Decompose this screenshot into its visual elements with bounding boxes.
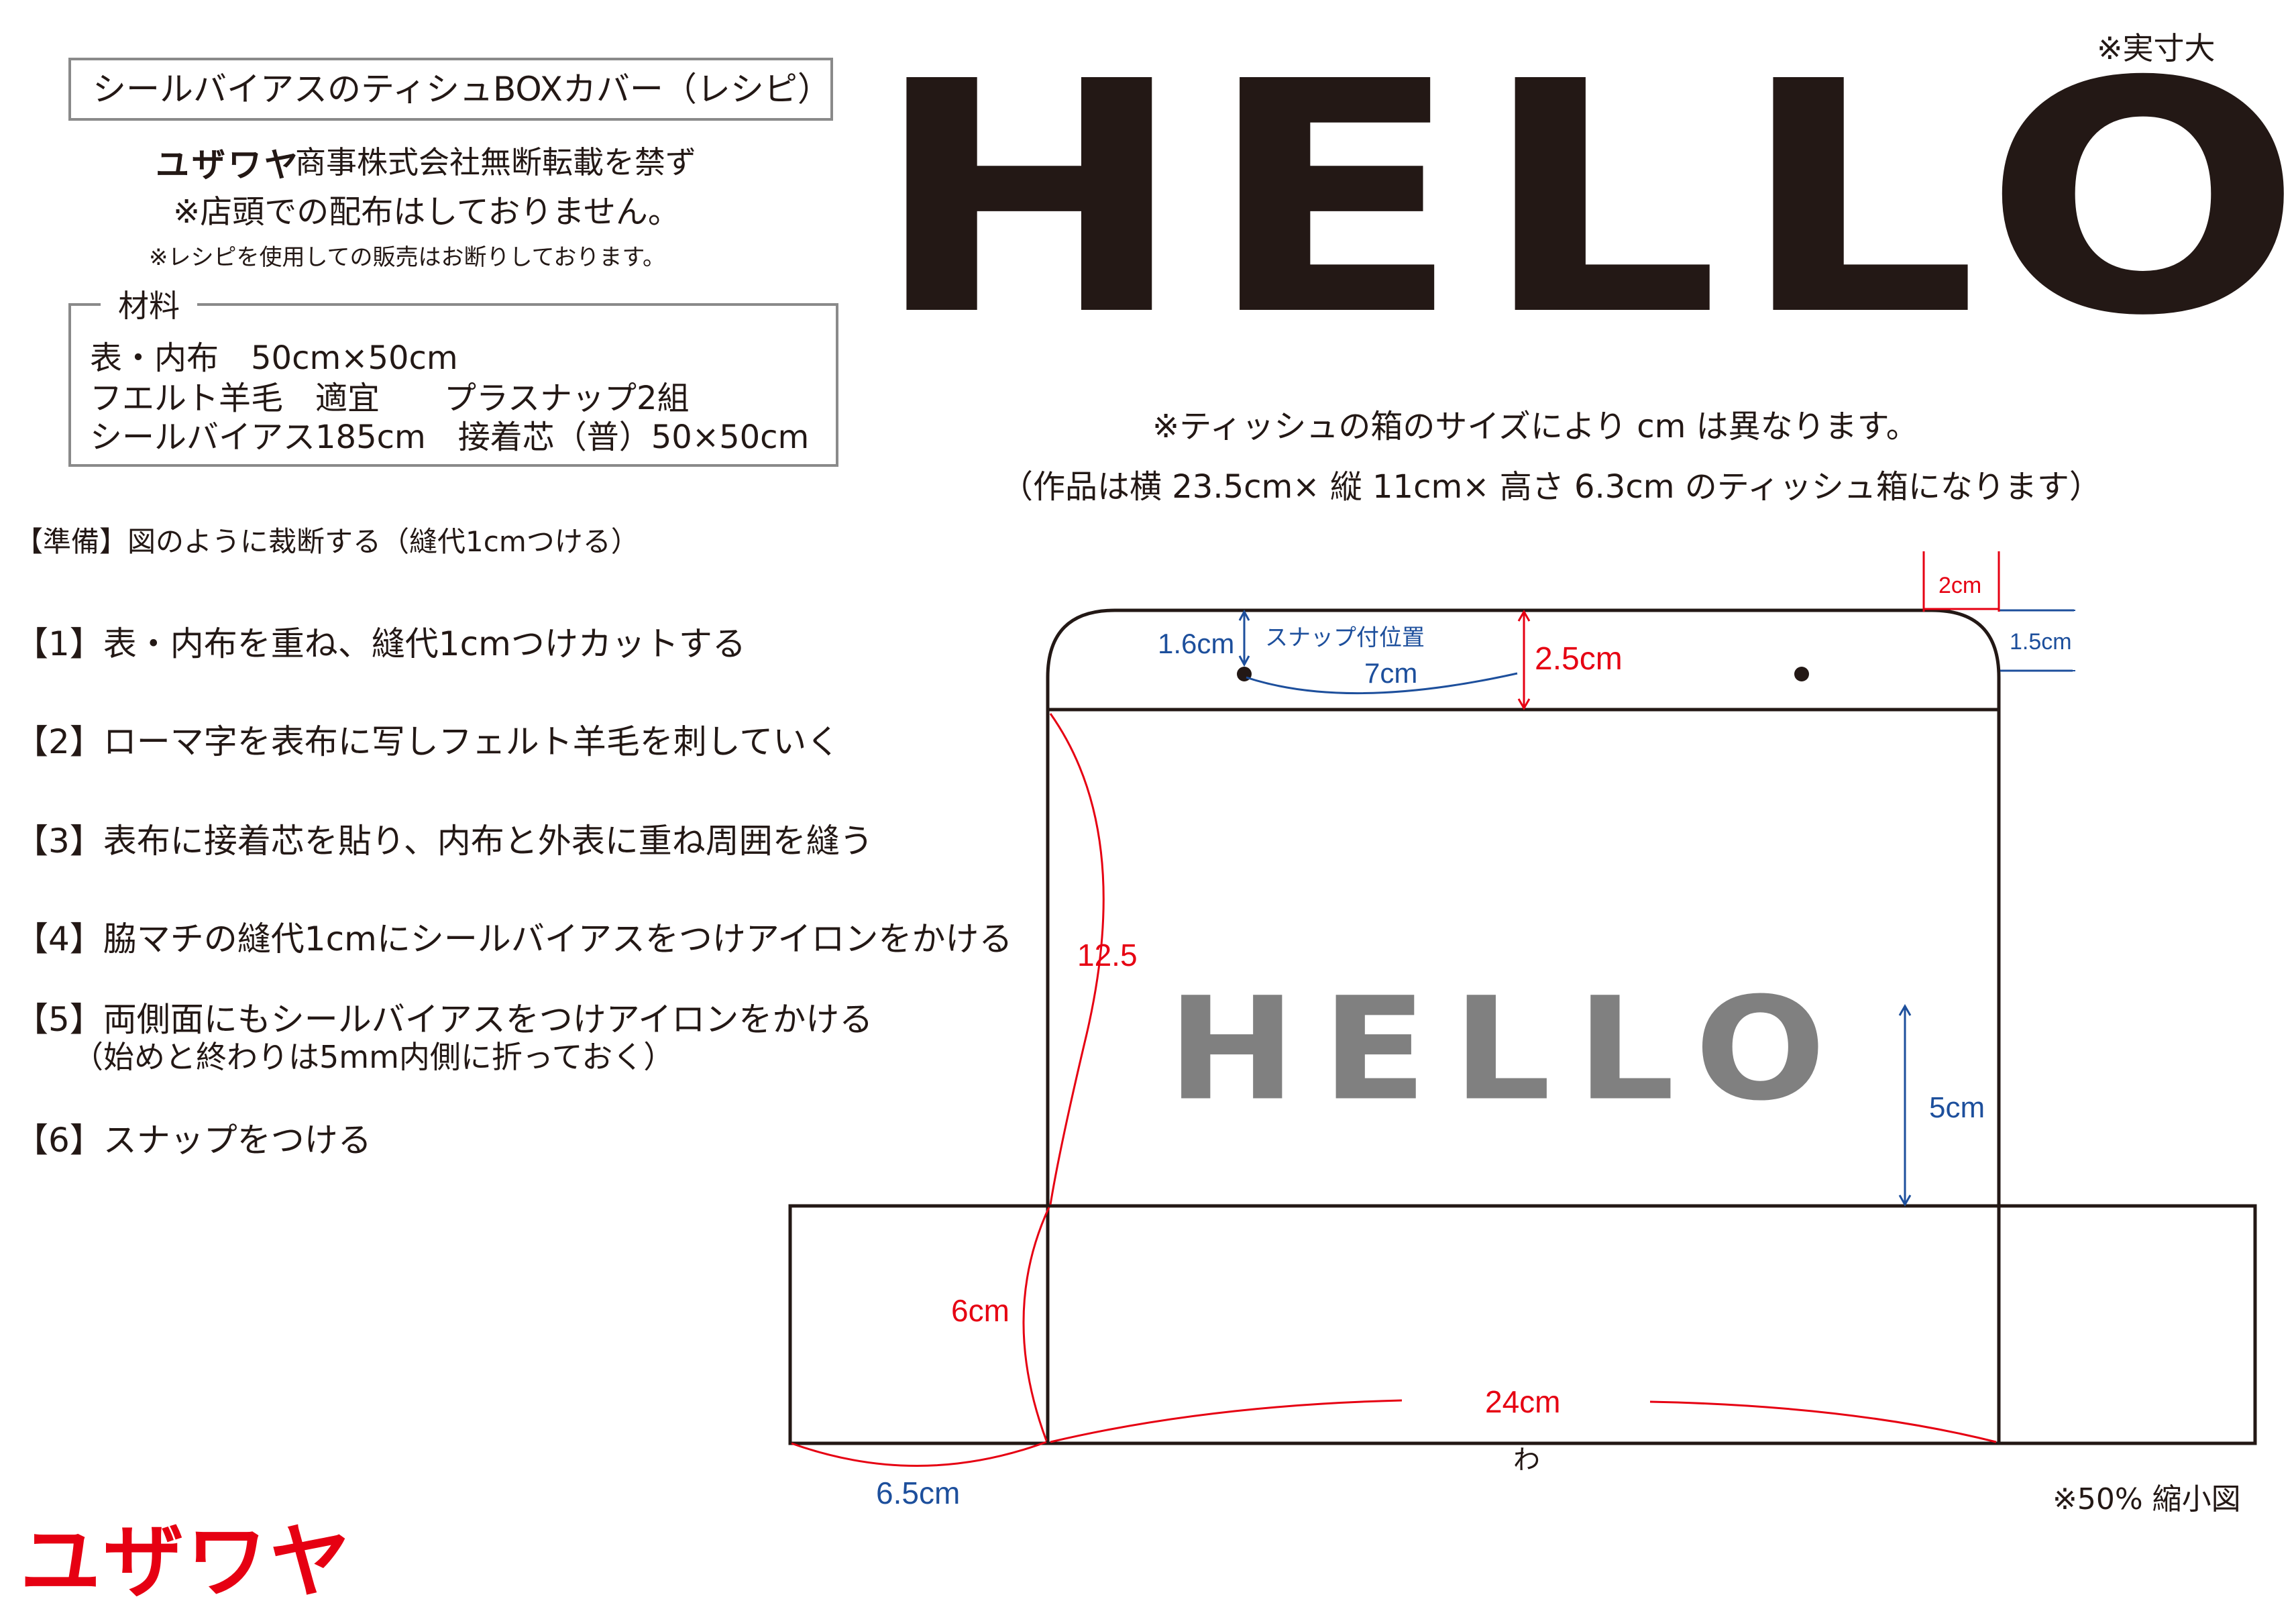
hello-reduced-pattern: HELLO xyxy=(1167,967,1852,1133)
label-1-5cm: 1.5cm xyxy=(2010,629,2072,655)
label-5cm: 5cm xyxy=(1929,1091,1985,1124)
step-3: 【3】表布に接着芯を貼り、内布と外表に重ね周囲を縫う xyxy=(15,822,873,861)
label-7cm: 7cm xyxy=(1364,657,1417,689)
label-6-5cm: 6.5cm xyxy=(876,1476,960,1510)
label-6cm: 6cm xyxy=(951,1293,1009,1328)
hello-full-size-pattern: HELLO xyxy=(872,13,2296,386)
arrow-up-5cm xyxy=(1898,1003,1912,1016)
material-line-3: シールバイアス185cm 接着芯（普）50×50cm xyxy=(90,419,810,456)
materials-box xyxy=(68,303,838,467)
curve-6cm xyxy=(1022,1207,1050,1441)
label-fold: わ xyxy=(1513,1445,1540,1476)
brand-mark-small: ユザワヤ xyxy=(156,146,300,184)
sales-notice: ※レシピを使用しての販売はお断りしております。 xyxy=(149,244,666,271)
step-prep: 【準備】図のように裁断する（縫代1cmつける） xyxy=(15,525,639,558)
label-12-5: 12.5 xyxy=(1077,938,1138,973)
copyright-notice: 商事株式会社無断転載を禁ず xyxy=(295,144,696,180)
blue-ext-right xyxy=(2002,610,2075,671)
arrow-2-5-up xyxy=(1517,609,1531,622)
size-varies-note: ※ティッシュの箱のサイズにより cm は異なります。 xyxy=(1152,408,1918,445)
step-1: 【1】表・内布を重ね、縫代1cmつけカットする xyxy=(15,624,746,663)
brand-logo: ユザワヤ xyxy=(20,1516,353,1609)
box-size-note: （作品は横 23.5cm× 縦 11cm× 高さ 6.3cm のティッシュ箱にな… xyxy=(1001,468,2101,506)
material-line-1: 表・内布 50cm×50cm xyxy=(90,339,458,377)
step-5-note: （始めと終わりは5mm内側に折っておく） xyxy=(72,1039,675,1075)
distribution-notice: ※店頭での配布はしておりません。 xyxy=(173,193,680,231)
arrow-down xyxy=(1238,655,1250,667)
step-6: 【6】スナップをつける xyxy=(15,1121,372,1160)
dim-curve-7cm xyxy=(1246,672,1518,695)
curve-24cm-left xyxy=(1050,1399,1403,1443)
label-1-6cm: 1.6cm xyxy=(1158,628,1234,659)
snap-dot-right xyxy=(1794,667,1809,681)
materials-legend: 材料 xyxy=(101,282,197,326)
step-2: 【2】ローマ字を表布に写しフェルト羊毛を刺していく xyxy=(15,722,840,761)
label-24cm: 24cm xyxy=(1485,1384,1560,1419)
label-2-5cm: 2.5cm xyxy=(1535,641,1623,677)
step-4: 【4】脇マチの縫代1cmにシールバイアスをつけアイロンをかける xyxy=(15,920,1013,958)
label-scale-note: ※50% 縮小図 xyxy=(2053,1482,2241,1516)
label-snap-position: スナップ付位置 xyxy=(1265,624,1425,651)
arrow-up xyxy=(1238,609,1250,621)
recipe-title: シールバイアスのティシュBOXカバー（レシピ） xyxy=(68,58,833,121)
material-line-2: フエルト羊毛 適宜 プラスナップ2組 xyxy=(90,380,690,417)
red-dimensions xyxy=(791,551,2000,1467)
curve-6-5cm xyxy=(791,1441,1047,1467)
pattern-outline xyxy=(788,608,2257,1445)
curve-12-5 xyxy=(1049,713,1105,1205)
arrow-2-5-down xyxy=(1517,698,1531,711)
curve-24cm-right xyxy=(1649,1400,1997,1443)
arrow-down-5cm xyxy=(1898,1195,1912,1207)
actual-size-note: ※実寸大 xyxy=(2097,30,2216,66)
label-2cm: 2cm xyxy=(1938,573,1981,598)
right-gusset-outline xyxy=(1997,1204,2257,1445)
top-flap-outline xyxy=(1046,608,2001,710)
step-5: 【5】両側面にもシールバイアスをつけアイロンをかける xyxy=(15,1000,873,1039)
